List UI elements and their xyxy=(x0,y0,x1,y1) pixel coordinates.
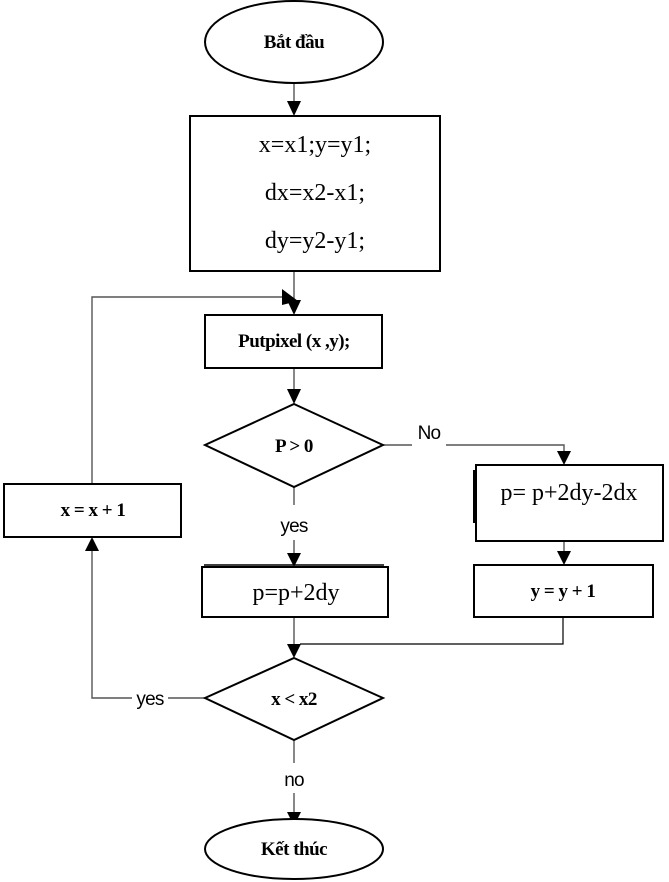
arrowhead-pno-yinc xyxy=(557,551,571,565)
arrowhead-checkx-xinc xyxy=(85,537,99,551)
connector-xinc-putpixel xyxy=(91,296,283,484)
end-terminator: Kết thúc xyxy=(204,818,384,880)
arrowhead-checkp-pyes xyxy=(287,553,301,567)
decision-x-less-x2: x < x2 xyxy=(202,656,386,742)
decision-p-label: P > 0 xyxy=(275,436,313,457)
p-yes-label: p=p+2dy xyxy=(252,580,339,606)
end-label: Kết thúc xyxy=(261,839,327,860)
decision-p-positive: P > 0 xyxy=(202,402,386,489)
arrowhead-init-putpixel xyxy=(287,300,301,315)
edge-label-no-x: no xyxy=(284,770,304,791)
y-increment-process: y = y + 1 xyxy=(473,564,654,618)
arrowhead-pyes-checkx xyxy=(287,644,301,658)
p-yes-process: p=p+2dy xyxy=(201,564,389,618)
edge-label-no-p: No xyxy=(418,423,441,444)
x-increment-process: x = x + 1 xyxy=(3,483,182,538)
connector-yinc-merge xyxy=(300,617,564,645)
arrowhead-start-init xyxy=(287,101,301,116)
start-terminator: Bắt đầu xyxy=(204,0,384,84)
putpixel-process: Putpixel (x ,y); xyxy=(204,314,383,369)
putpixel-label: Putpixel (x ,y); xyxy=(238,331,350,352)
arrowhead-xinc-putpixel xyxy=(282,289,298,305)
p-no-label: p= p+2dy-2dx xyxy=(500,480,637,506)
init-line-1: x=x1;y=y1; xyxy=(259,132,371,158)
arrowhead-putpixel-checkp xyxy=(287,389,301,404)
init-line-3: dy=y2-y1; xyxy=(265,228,365,254)
arrowhead-checkp-pno xyxy=(557,451,571,465)
p-no-process: p= p+2dy-2dx xyxy=(473,464,664,542)
x-increment-label: x = x + 1 xyxy=(61,500,126,521)
y-increment-label: y = y + 1 xyxy=(531,581,596,602)
decision-x-label: x < x2 xyxy=(271,689,317,710)
connector-checkp-no-b xyxy=(446,444,565,452)
edge-label-yes-p: yes xyxy=(280,516,307,537)
start-label: Bắt đầu xyxy=(264,32,325,53)
edge-label-yes-x: yes xyxy=(136,689,163,710)
connector-checkx-yes-b xyxy=(91,551,132,699)
init-line-2: dx=x2-x1; xyxy=(265,180,365,206)
init-process: x=x1;y=y1; dx=x2-x1; dy=y2-y1; xyxy=(189,115,441,272)
